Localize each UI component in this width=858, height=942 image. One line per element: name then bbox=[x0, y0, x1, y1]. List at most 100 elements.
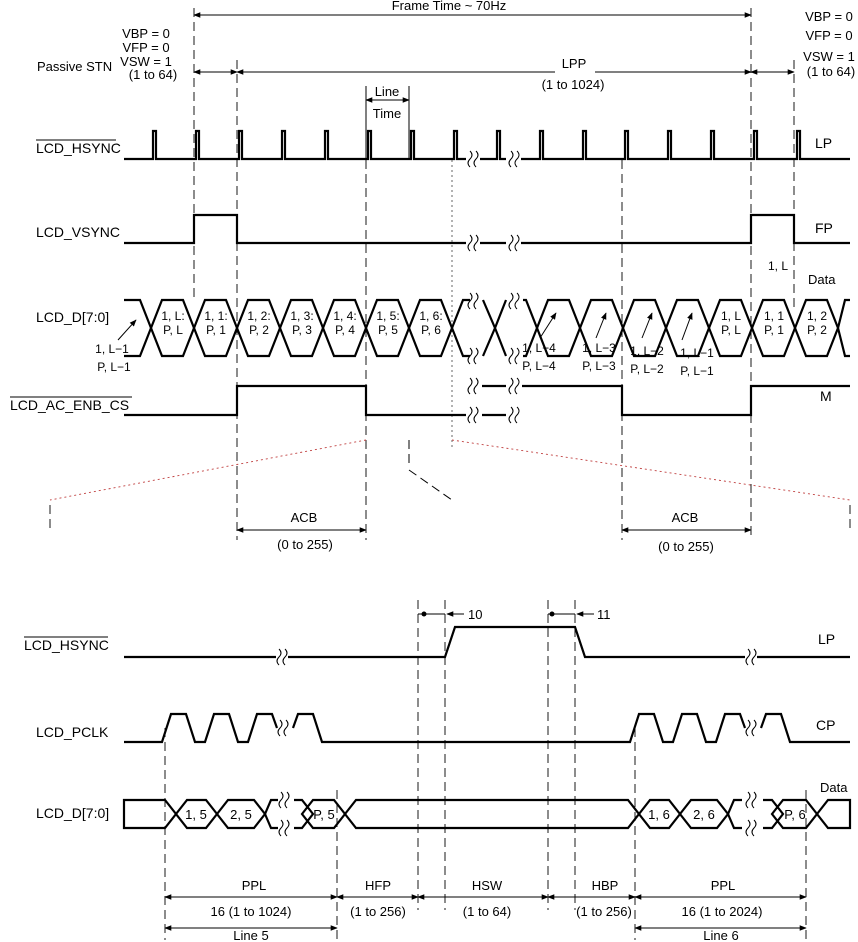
svg-text:P, L−2: P, L−2 bbox=[630, 362, 664, 376]
svg-text:P, 2: P, 2 bbox=[807, 323, 827, 337]
segment-labels: PPL 16 (1 to 1024) HFP (1 to 256) HSW (1… bbox=[211, 878, 763, 942]
data-bus-bottom bbox=[122, 791, 852, 837]
svg-text:1, L−1: 1, L−1 bbox=[95, 342, 129, 356]
svg-text:VSW = 1: VSW = 1 bbox=[803, 49, 855, 64]
data-pointers bbox=[117, 312, 693, 341]
bottom-guides bbox=[164, 600, 807, 940]
svg-text:VBP = 0: VBP = 0 bbox=[805, 9, 853, 24]
label-data-top: Data bbox=[808, 272, 836, 287]
passive-stn-label: Passive STN bbox=[37, 59, 112, 74]
pointer-labels: 1, L−1P, L−1 1, L−4P, L−4 1, L−3P, L−3 1… bbox=[95, 341, 714, 378]
svg-text:Line 6: Line 6 bbox=[703, 928, 738, 942]
sig-acenb: LCD_AC_ENB_CS bbox=[10, 397, 129, 413]
hsync-top-waveform bbox=[124, 129, 850, 161]
line-time-label-2: Time bbox=[373, 106, 401, 121]
svg-text:1, L−3: 1, L−3 bbox=[582, 341, 616, 355]
sig-pclk: LCD_PCLK bbox=[36, 724, 109, 740]
right-vertical-params: VBP = 0 VFP = 0 VSW = 1 (1 to 64) bbox=[803, 9, 855, 79]
svg-text:P, 6: P, 6 bbox=[421, 323, 441, 337]
svg-text:(1 to 256): (1 to 256) bbox=[350, 904, 406, 919]
lpp-range: (1 to 1024) bbox=[542, 77, 605, 92]
svg-text:VFP = 0: VFP = 0 bbox=[805, 28, 852, 43]
svg-text:2, 5: 2, 5 bbox=[230, 807, 252, 822]
svg-text:P, 6: P, 6 bbox=[784, 807, 805, 822]
svg-text:P, 5: P, 5 bbox=[378, 323, 398, 337]
sig-data-bottom: LCD_D[7:0] bbox=[36, 805, 109, 821]
acenb-waveform bbox=[124, 384, 850, 417]
segment-arrows bbox=[164, 894, 807, 931]
svg-text:16 (1 to 1024): 16 (1 to 1024) bbox=[211, 904, 292, 919]
line-time-label-1: Line bbox=[375, 84, 400, 99]
svg-text:VBP = 0: VBP = 0 bbox=[122, 26, 170, 41]
sig-hsync-top: LCD_HSYNC bbox=[36, 140, 121, 156]
svg-text:(1 to 64): (1 to 64) bbox=[129, 67, 177, 82]
svg-text:P, L: P, L bbox=[163, 323, 183, 337]
svg-text:1, L−2: 1, L−2 bbox=[630, 344, 664, 358]
svg-text:HBP: HBP bbox=[592, 878, 619, 893]
svg-text:PPL: PPL bbox=[711, 878, 736, 893]
timing-11: 11 bbox=[597, 607, 611, 622]
sig-hsync-bottom: LCD_HSYNC bbox=[24, 637, 109, 653]
acb-left-label: ACB bbox=[291, 510, 318, 525]
lpp-label: LPP bbox=[562, 56, 587, 71]
label-cp: CP bbox=[816, 717, 835, 733]
svg-text:P, L−1: P, L−1 bbox=[680, 364, 714, 378]
sig-data-top: LCD_D[7:0] bbox=[36, 309, 109, 325]
svg-text:P, L: P, L bbox=[721, 323, 741, 337]
data-cells-bottom: 1, 5 2, 5 P, 5 1, 6 2, 6 P, 6 bbox=[185, 807, 806, 822]
acb-right-range: (0 to 255) bbox=[658, 539, 714, 554]
svg-text:1, 1: 1, 1 bbox=[764, 309, 784, 323]
data-bus-top bbox=[124, 292, 850, 365]
svg-text:P, L−1: P, L−1 bbox=[97, 360, 131, 374]
acb-left-range: (0 to 255) bbox=[277, 537, 333, 552]
svg-text:1, L−4: 1, L−4 bbox=[522, 341, 556, 355]
svg-text:1, 1:: 1, 1: bbox=[204, 309, 227, 323]
zoom-lines bbox=[49, 439, 851, 530]
svg-text:1, 2: 1, 2 bbox=[807, 309, 827, 323]
label-1-l: 1, L bbox=[768, 259, 788, 273]
sig-vsync-top: LCD_VSYNC bbox=[36, 224, 120, 240]
timing-markers bbox=[418, 611, 594, 617]
svg-text:P, L−3: P, L−3 bbox=[582, 359, 616, 373]
vsync-waveform bbox=[124, 213, 850, 245]
hsync-top-breaks bbox=[467, 150, 520, 168]
svg-text:P, 2: P, 2 bbox=[249, 323, 269, 337]
frame-time-label: Frame Time ~ 70Hz bbox=[392, 0, 507, 13]
svg-text:Line 5: Line 5 bbox=[233, 928, 268, 942]
svg-text:16 (1 to 2024): 16 (1 to 2024) bbox=[682, 904, 763, 919]
svg-text:(1 to 64): (1 to 64) bbox=[463, 904, 511, 919]
label-lp-top: LP bbox=[815, 135, 832, 151]
acb-right-label: ACB bbox=[672, 510, 699, 525]
svg-text:1, 5:: 1, 5: bbox=[376, 309, 399, 323]
label-data-bottom: Data bbox=[820, 780, 848, 795]
label-fp: FP bbox=[815, 220, 833, 236]
svg-text:P, 4: P, 4 bbox=[335, 323, 355, 337]
top-guides bbox=[193, 8, 795, 540]
svg-text:P, 3: P, 3 bbox=[292, 323, 312, 337]
data-cells-top: 1, L:P, L 1, 1:P, 1 1, 2:P, 2 1, 3:P, 3 … bbox=[161, 309, 827, 337]
svg-text:1, 2:: 1, 2: bbox=[247, 309, 270, 323]
svg-text:P, 1: P, 1 bbox=[764, 323, 784, 337]
svg-text:PPL: PPL bbox=[242, 878, 267, 893]
svg-text:1, 6:: 1, 6: bbox=[419, 309, 442, 323]
svg-text:P, 5: P, 5 bbox=[313, 807, 334, 822]
svg-text:P, 1: P, 1 bbox=[206, 323, 226, 337]
svg-text:VFP = 0: VFP = 0 bbox=[122, 40, 169, 55]
svg-text:1, L:: 1, L: bbox=[161, 309, 184, 323]
svg-text:1, 5: 1, 5 bbox=[185, 807, 207, 822]
svg-text:1, L: 1, L bbox=[721, 309, 741, 323]
label-m: M bbox=[820, 388, 832, 404]
hsync-bottom-waveform bbox=[124, 625, 850, 659]
timing-10: 10 bbox=[468, 607, 482, 622]
label-lp-bottom: LP bbox=[818, 631, 835, 647]
left-vertical-params: VBP = 0 VFP = 0 VSW = 1 (1 to 64) bbox=[120, 26, 177, 82]
svg-text:1, 3:: 1, 3: bbox=[290, 309, 313, 323]
svg-text:2, 6: 2, 6 bbox=[693, 807, 715, 822]
svg-text:1, L−1: 1, L−1 bbox=[680, 346, 714, 360]
svg-text:1, 4:: 1, 4: bbox=[333, 309, 356, 323]
pclk-waveform bbox=[124, 712, 850, 744]
svg-text:HSW: HSW bbox=[472, 878, 503, 893]
svg-text:1, 6: 1, 6 bbox=[648, 807, 670, 822]
